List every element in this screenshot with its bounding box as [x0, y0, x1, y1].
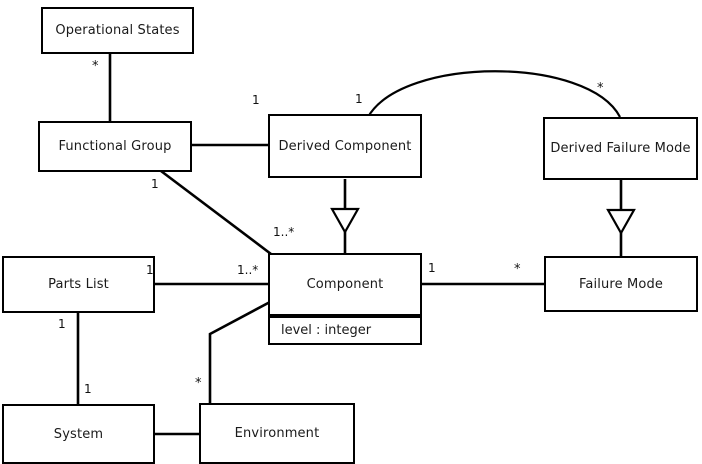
multiplicity-failure-mode-from-component: *: [514, 262, 521, 277]
class-name-derived-failure-mode: Derived Failure Mode: [550, 141, 691, 156]
multiplicity-component-to-failure-mode: 1: [428, 261, 436, 275]
class-name-operational-states: Operational States: [55, 23, 180, 38]
class-box-system[interactable]: System: [2, 404, 155, 464]
class-attributes-component[interactable]: level : integer: [268, 316, 422, 345]
class-box-environment[interactable]: Environment: [199, 403, 355, 464]
multiplicity-functional-group-to-component: 1: [151, 177, 159, 191]
multiplicity-component-from-parts-list: 1..*: [237, 263, 259, 277]
generalization-arrowhead-failure-mode: [606, 208, 636, 236]
multiplicity-environment-to-component: *: [195, 376, 202, 391]
class-name-functional-group: Functional Group: [58, 139, 172, 154]
generalization-arrowhead-component: [330, 207, 360, 235]
class-name-derived-component: Derived Component: [278, 138, 412, 154]
class-name-failure-mode: Failure Mode: [578, 276, 664, 292]
edge-derived-component-derived-failure-mode: [367, 70, 621, 118]
class-box-failure-mode[interactable]: Failure Mode: [544, 256, 698, 312]
edge-environment-component: [208, 300, 271, 403]
multiplicity-functional-group-to-derived-component: 1: [252, 93, 260, 107]
multiplicity-parts-list-to-system: 1: [58, 317, 66, 331]
multiplicity-system-from-parts-list: 1: [84, 382, 92, 396]
attribute-component-level: level : integer: [281, 323, 372, 338]
class-name-environment: Environment: [234, 426, 320, 441]
class-box-functional-group[interactable]: Functional Group: [38, 121, 192, 172]
class-box-operational-states[interactable]: Operational States: [41, 7, 194, 54]
class-box-parts-list[interactable]: Parts List: [2, 256, 155, 313]
class-name-parts-list: Parts List: [48, 277, 109, 292]
edge-functional-group-component: [160, 169, 272, 256]
multiplicity-component-from-functional-group: 1..*: [273, 225, 295, 239]
multiplicity-operational-states-to-functional-group: *: [92, 59, 99, 74]
multiplicity-derived-failure-mode-from-derived-component: *: [597, 81, 604, 96]
class-name-component: Component: [306, 277, 384, 292]
class-name-system: System: [53, 426, 104, 442]
multiplicity-parts-list-to-component: 1: [146, 263, 154, 277]
multiplicity-derived-component-to-derived-failure-mode: 1: [355, 92, 363, 106]
class-box-derived-component[interactable]: Derived Component: [268, 114, 422, 178]
class-box-derived-failure-mode[interactable]: Derived Failure Mode: [543, 117, 698, 180]
class-box-component[interactable]: Component: [268, 253, 422, 316]
